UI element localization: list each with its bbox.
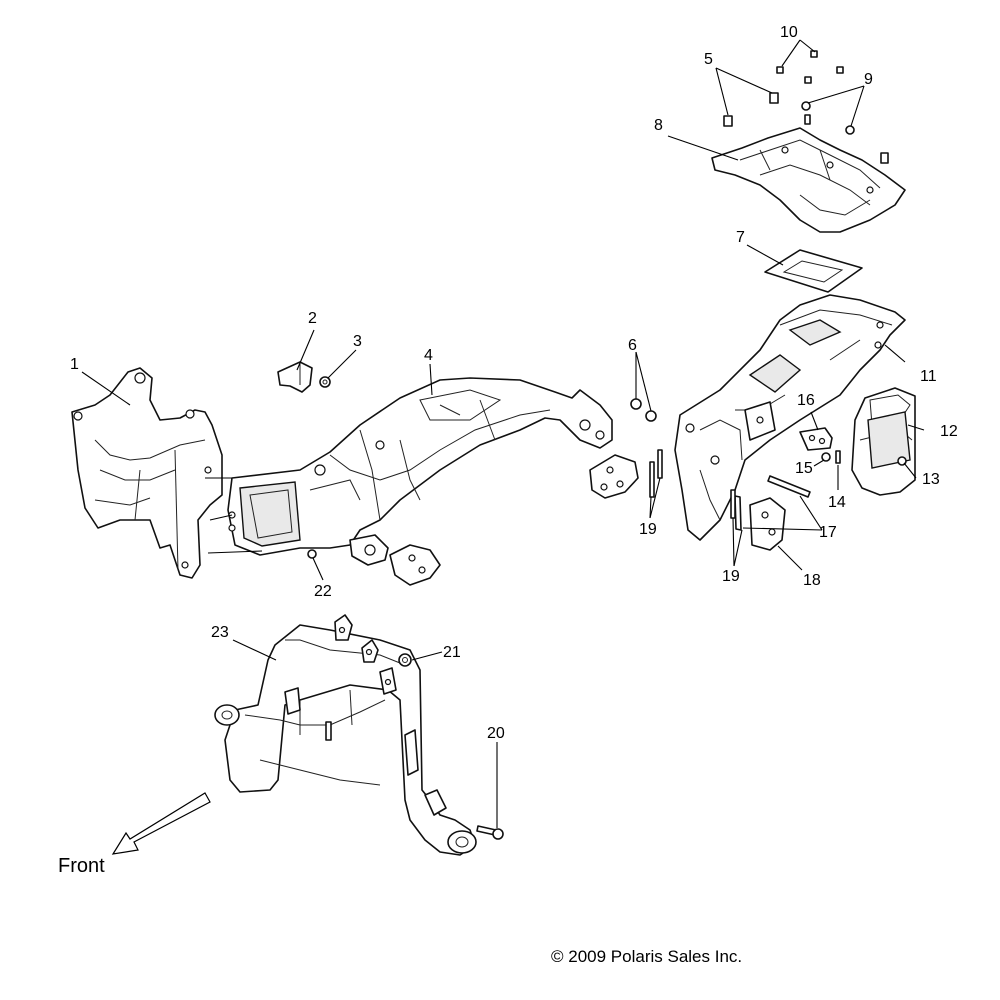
front-direction-arrow: Front (58, 792, 211, 877)
callout-5: 5 (704, 51, 713, 68)
callout-14: 14 (828, 494, 846, 511)
callout-8: 8 (654, 117, 663, 134)
part-22-bolt (307, 549, 317, 559)
callout-9: 9 (864, 71, 873, 88)
front-arrow-icon (111, 792, 211, 855)
part-4-main-frame (227, 377, 613, 586)
part-11-rear-frame (674, 294, 906, 541)
callout-3: 3 (353, 333, 362, 350)
part-1-front-bracket (71, 367, 223, 579)
part-18-plate (749, 497, 786, 551)
callout-16: 16 (797, 392, 815, 409)
part-2-bracket (277, 361, 313, 393)
callout-labels: 1 2 3 4 5 6 7 8 9 10 11 12 13 14 15 16 1… (70, 24, 958, 742)
callout-20: 20 (487, 725, 505, 742)
part-3-bolt (319, 376, 331, 388)
callout-22: 22 (314, 583, 332, 600)
callout-11: 11 (920, 368, 937, 385)
part-5-bolts (723, 92, 779, 127)
callout-13: 13 (922, 471, 940, 488)
callout-15: 15 (795, 460, 813, 477)
part-6-nuts (630, 398, 657, 422)
callout-1: 1 (70, 356, 79, 373)
part-7-gasket (764, 249, 863, 293)
callout-12: 12 (940, 423, 958, 440)
mount-plate-center (589, 454, 639, 499)
callout-2: 2 (308, 310, 317, 327)
callout-19-left: 19 (639, 521, 657, 538)
callout-17: 17 (819, 524, 837, 541)
part-9-bolts (801, 101, 889, 164)
part-12-housing (851, 387, 916, 496)
part-15-washer (821, 452, 831, 462)
callout-23: 23 (211, 624, 229, 641)
callout-18: 18 (803, 572, 821, 589)
part-8-top-plate (711, 127, 906, 233)
callout-7: 7 (736, 229, 745, 246)
front-label: Front (58, 855, 105, 877)
part-14-bolt (835, 450, 841, 464)
callout-19-right: 19 (722, 568, 740, 585)
part-23-lower-frame (214, 614, 477, 856)
callout-6: 6 (628, 337, 637, 354)
part-21-nut (398, 653, 412, 667)
leader-lines (81, 39, 925, 828)
part-16-bracket (799, 427, 833, 451)
part-20-bolt (476, 825, 504, 840)
callout-21: 21 (443, 644, 461, 661)
callout-4: 4 (424, 347, 433, 364)
part-10-nuts (776, 50, 844, 84)
callout-10: 10 (780, 24, 798, 41)
copyright-notice: © 2009 Polaris Sales Inc. (551, 947, 742, 966)
